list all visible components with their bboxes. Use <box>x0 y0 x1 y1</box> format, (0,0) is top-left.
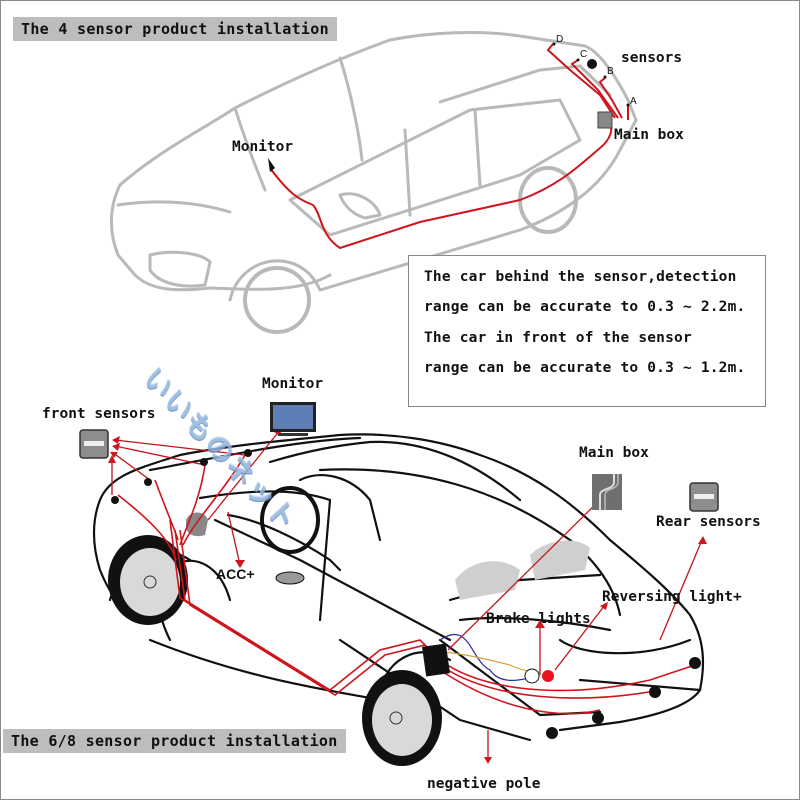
info-line: The car behind the sensor,detection <box>424 269 737 285</box>
sensor-point-d <box>552 42 556 46</box>
main-box-icon <box>592 474 622 510</box>
bottom-wiring <box>117 454 696 715</box>
rear-wheel <box>362 670 442 766</box>
four-sensor-banner: The 4 sensor product installation <box>13 17 337 41</box>
top-monitor-label: Monitor <box>232 139 294 155</box>
top-monitor-icon <box>268 158 275 172</box>
sensor-dot <box>587 59 597 69</box>
brake-light-bulb <box>524 668 540 684</box>
sensor-point-a <box>626 103 630 107</box>
top-main-box-label: Main box <box>614 127 684 143</box>
front-wheel <box>108 535 188 625</box>
sensor-label-d: D <box>556 34 564 45</box>
acc-label: ACC+ <box>216 566 255 582</box>
steering-wheel <box>260 486 320 554</box>
sensor-label-c: C <box>580 49 588 60</box>
reversing-light-bulb <box>542 670 554 682</box>
bottom-monitor-label: Monitor <box>262 376 324 392</box>
top-car-outline <box>109 31 638 334</box>
rear-sensor-icon <box>689 482 719 512</box>
info-line: range can be accurate to 0.3 ~ 2.2m. <box>424 299 746 315</box>
sensor-point-b <box>603 75 607 79</box>
rear-sensors-label: Rear sensors <box>656 514 761 530</box>
sensor-label-a: A <box>630 96 637 107</box>
rear-seat <box>530 540 590 580</box>
rear-sensor-dot <box>592 712 604 724</box>
front-sensors-label: front sensors <box>42 406 156 422</box>
info-line: range can be accurate to 0.3 ~ 1.2m. <box>424 360 746 376</box>
six-eight-sensor-banner: The 6/8 sensor product installation <box>3 729 346 753</box>
front-sensor-dot <box>200 458 208 466</box>
front-sensor-dot <box>144 478 152 486</box>
top-sensors-label: sensors <box>621 50 683 66</box>
front-sensor-dot <box>244 449 252 457</box>
door-handle <box>275 571 305 585</box>
front-sensor-icon <box>79 429 109 459</box>
rear-seat <box>455 561 520 600</box>
sensor-label-b: B <box>607 66 614 77</box>
pointer-lines <box>111 429 703 760</box>
detection-range-info-box: The car behind the sensor,detection rang… <box>408 255 766 407</box>
top-main-box-icon <box>597 111 613 129</box>
bottom-sensor-dots <box>111 449 701 739</box>
rear-sensor-dot <box>649 686 661 698</box>
installed-main-box <box>422 643 450 677</box>
brake-lights-label: Brake lights <box>486 611 591 627</box>
top-wiring <box>269 43 629 250</box>
reversing-light-label: Reversing light+ <box>602 589 742 605</box>
monitor-icon <box>270 402 316 436</box>
negative-pole-label: negative pole <box>427 776 541 792</box>
blue-wire <box>439 633 531 681</box>
bottom-main-box-label: Main box <box>579 445 649 461</box>
info-line: The car in front of the sensor <box>424 330 692 346</box>
rear-sensor-dot <box>689 657 701 669</box>
sensor-point-c <box>576 58 580 62</box>
rear-sensor-dot <box>546 727 558 739</box>
front-sensor-dot <box>111 496 119 504</box>
